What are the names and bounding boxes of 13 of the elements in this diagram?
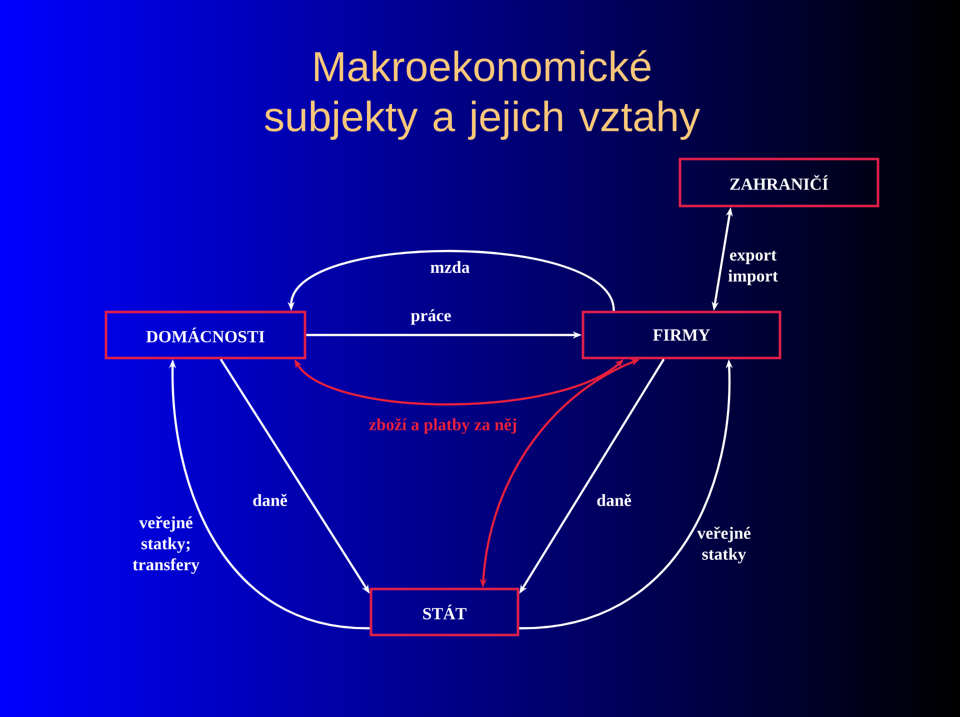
title: Makroekonomické subjekty a jejich vztahy (264, 50, 700, 140)
edge-label: daně (597, 494, 632, 506)
edge-label: daně (253, 494, 288, 506)
entity-box: ZAHRANIČÍ (678, 158, 880, 208)
edge-label: zboží a platby za něj (369, 418, 516, 434)
edge-label: práce (410, 309, 451, 325)
edge-label: mzda (430, 261, 470, 273)
edge-label: veřejné statky (697, 526, 750, 564)
entity-box: FIRMY (582, 310, 782, 360)
entity-box: DOMÁCNOSTI (104, 310, 306, 360)
edge-label: export import (728, 250, 778, 286)
edge-label: veřejné statky; transfery (132, 516, 200, 574)
entity-box: STÁT (370, 588, 520, 636)
